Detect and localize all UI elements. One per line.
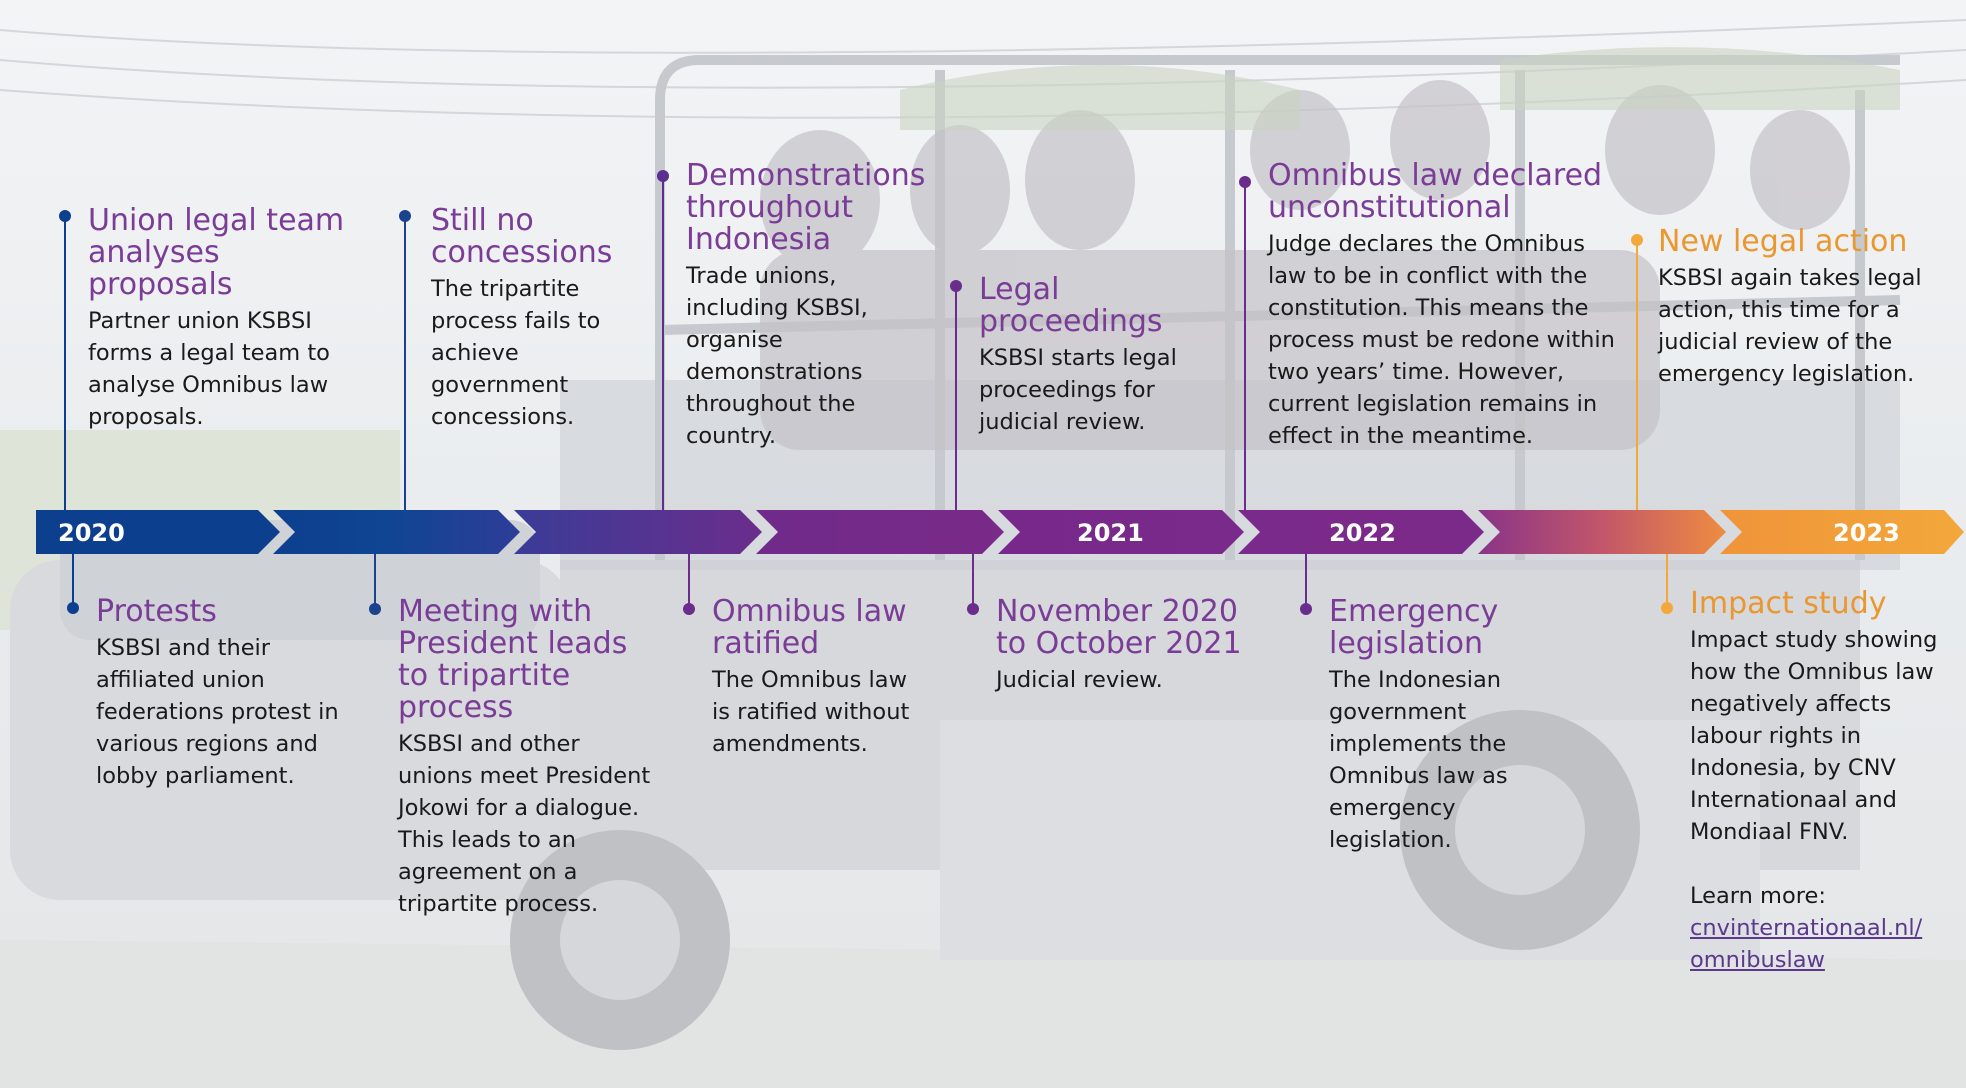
event-marker bbox=[967, 603, 979, 615]
event-description: KSBSI starts legal proceedings for judic… bbox=[979, 345, 1177, 435]
event-title: Union legal team analyses proposals bbox=[88, 203, 345, 302]
event-title: Emergency legislation bbox=[1329, 594, 1499, 661]
event-description: KSBSI and their affiliated union federat… bbox=[96, 635, 339, 789]
event-description: The tripartite process fails to achieve … bbox=[431, 276, 601, 430]
connector-line bbox=[374, 554, 376, 610]
connector-line bbox=[688, 554, 690, 610]
event-title: Protests bbox=[96, 594, 217, 629]
event-demonstrations: Demonstrations throughout Indonesia Trad… bbox=[686, 158, 926, 452]
learn-more-link[interactable]: cnvinternationaal.nl/omnibuslaw bbox=[1690, 915, 1923, 973]
event-title: Impact study bbox=[1690, 586, 1887, 621]
event-description: The Omnibus law is ratified without amen… bbox=[712, 667, 910, 757]
event-title: November 2020 to October 2021 bbox=[996, 594, 1242, 661]
event-emergency-legislation: Emergency legislation The Indonesian gov… bbox=[1329, 596, 1529, 856]
connector-line bbox=[955, 286, 957, 510]
event-legal-proceedings: Legal proceedings KSBSI starts legal pro… bbox=[979, 274, 1199, 438]
event-marker bbox=[950, 280, 962, 292]
event-marker bbox=[1661, 602, 1673, 614]
connector-line bbox=[1636, 240, 1638, 510]
connector-line bbox=[662, 176, 664, 510]
event-marker bbox=[683, 603, 695, 615]
event-marker bbox=[369, 603, 381, 615]
connector-line bbox=[1666, 554, 1668, 604]
event-title: Omnibus law declared unconstitutional bbox=[1268, 158, 1603, 225]
connector-line bbox=[972, 554, 974, 610]
event-union-legal-team: Union legal team analyses proposals Part… bbox=[88, 205, 368, 433]
event-description: Trade unions, including KSBSI, organise … bbox=[686, 263, 868, 449]
connector-line bbox=[404, 216, 406, 510]
event-title: New legal action bbox=[1658, 224, 1908, 259]
learn-more-label: Learn more: bbox=[1690, 883, 1826, 909]
event-marker bbox=[1631, 234, 1643, 246]
event-marker bbox=[399, 210, 411, 222]
event-meeting-president: Meeting with President leads to triparti… bbox=[398, 596, 660, 920]
event-marker bbox=[1239, 176, 1251, 188]
event-omnibus-ratified: Omnibus law ratified The Omnibus law is … bbox=[712, 596, 922, 760]
connector-line bbox=[1305, 554, 1307, 610]
event-description: The Indonesian government implements the… bbox=[1329, 667, 1508, 853]
event-description: KSBSI and other unions meet President Jo… bbox=[398, 731, 651, 917]
event-judicial-review: November 2020 to October 2021 Judicial r… bbox=[996, 596, 1256, 696]
event-impact-study: Impact study Impact study showing how th… bbox=[1690, 588, 1962, 976]
event-description: KSBSI again takes legal action, this tim… bbox=[1658, 265, 1922, 387]
event-title: Legal proceedings bbox=[979, 272, 1163, 339]
event-declared-unconstitutional: Omnibus law declared unconstitutional Ju… bbox=[1268, 160, 1628, 452]
event-description: Judge declares the Omnibus law to be in … bbox=[1268, 231, 1615, 449]
event-marker bbox=[59, 210, 71, 222]
event-title: Omnibus law ratified bbox=[712, 594, 907, 661]
event-description: Judicial review. bbox=[996, 667, 1163, 693]
event-marker bbox=[1300, 603, 1312, 615]
event-still-no-concessions: Still no concessions The tripartite proc… bbox=[431, 205, 621, 433]
connector-line bbox=[64, 216, 66, 510]
connector-line bbox=[72, 554, 74, 608]
event-marker bbox=[67, 602, 79, 614]
event-marker bbox=[657, 170, 669, 182]
event-title: Meeting with President leads to triparti… bbox=[398, 594, 628, 725]
event-title: Still no concessions bbox=[431, 203, 613, 270]
event-description: Impact study showing how the Omnibus law… bbox=[1690, 627, 1938, 845]
event-title: Demonstrations throughout Indonesia bbox=[686, 158, 926, 257]
event-protests: Protests KSBSI and their affiliated unio… bbox=[96, 596, 366, 792]
event-description: Partner union KSBSI forms a legal team t… bbox=[88, 308, 330, 430]
event-new-legal-action: New legal action KSBSI again takes legal… bbox=[1658, 226, 1958, 390]
connector-line bbox=[1244, 182, 1246, 510]
